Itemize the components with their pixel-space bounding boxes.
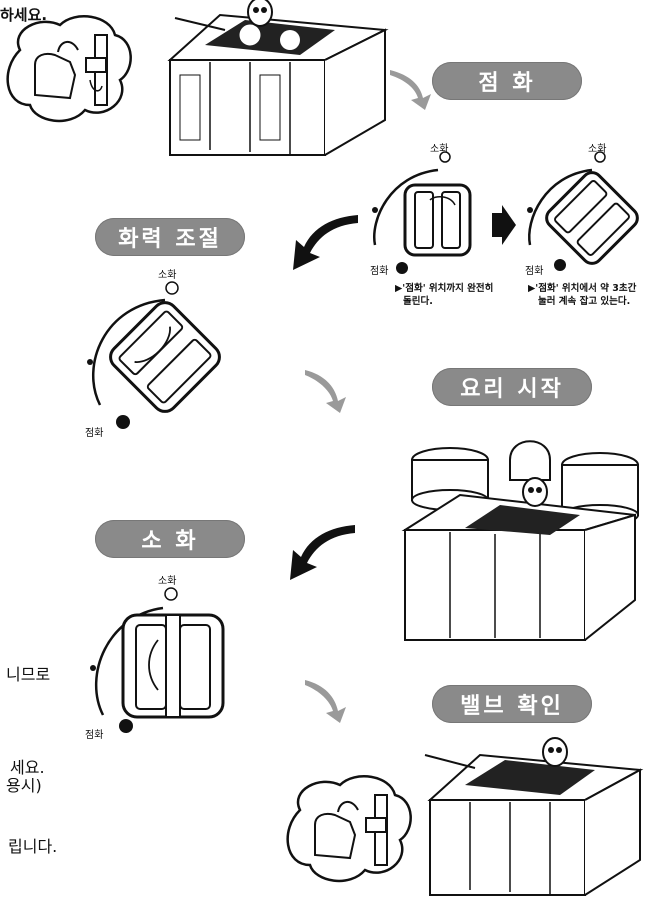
knob-turn-diagram <box>372 151 472 274</box>
step-valve-label: 밸브 확인 <box>432 685 592 723</box>
cut-text-5: 립니다. <box>8 837 58 856</box>
knob4-off-label: 소화 <box>158 576 177 587</box>
curved-arrow-1 <box>293 215 358 270</box>
valve-cloud-illustration-bottom <box>286 775 412 883</box>
knob-adjust-diagram <box>87 281 221 429</box>
kitchen-range-illustration-top <box>167 0 389 156</box>
knob1-on-label: 점화 <box>370 266 389 277</box>
hold-instruction-2: 눌러 계속 잡고 있는다. <box>538 296 631 307</box>
flow-arrow-2 <box>305 370 346 413</box>
turn-instruction-1: ▶'점화' 위치까지 완전히 <box>395 283 494 294</box>
knob1-off-label: 소화 <box>430 144 449 155</box>
cooking-illustration <box>401 440 639 641</box>
turn-instruction-2: 돌린다. <box>403 296 433 307</box>
step-cook-label: 요리 시작 <box>432 368 592 406</box>
sequence-arrow <box>492 205 516 245</box>
knob-off-diagram <box>90 587 225 733</box>
cut-text-3: 세요. <box>10 758 45 777</box>
knob2-on-label: 점화 <box>525 266 544 277</box>
knob3-off-label: 소화 <box>158 270 177 281</box>
valve-cloud-illustration <box>6 15 132 123</box>
flow-arrow-1 <box>390 70 431 110</box>
knob4-on-label: 점화 <box>85 730 104 741</box>
flow-arrow-3 <box>305 680 346 723</box>
knob2-off-label: 소화 <box>588 144 607 155</box>
kitchen-range-illustration-bottom <box>424 737 644 896</box>
cut-text-top: 하세요. <box>0 6 48 24</box>
knob3-on-label: 점화 <box>85 428 104 439</box>
hold-instruction-1: ▶'점화' 위치에서 약 3초간 <box>528 283 637 294</box>
step-ignite-label: 점 화 <box>432 62 582 100</box>
step-extinguish-label: 소 화 <box>95 520 245 558</box>
step-adjust-label: 화력 조절 <box>95 218 245 256</box>
knob-hold-diagram <box>527 151 639 271</box>
cut-text-4: 용시) <box>6 776 42 795</box>
curved-arrow-2 <box>290 525 355 580</box>
cut-text-2: 니므로 <box>6 665 51 684</box>
